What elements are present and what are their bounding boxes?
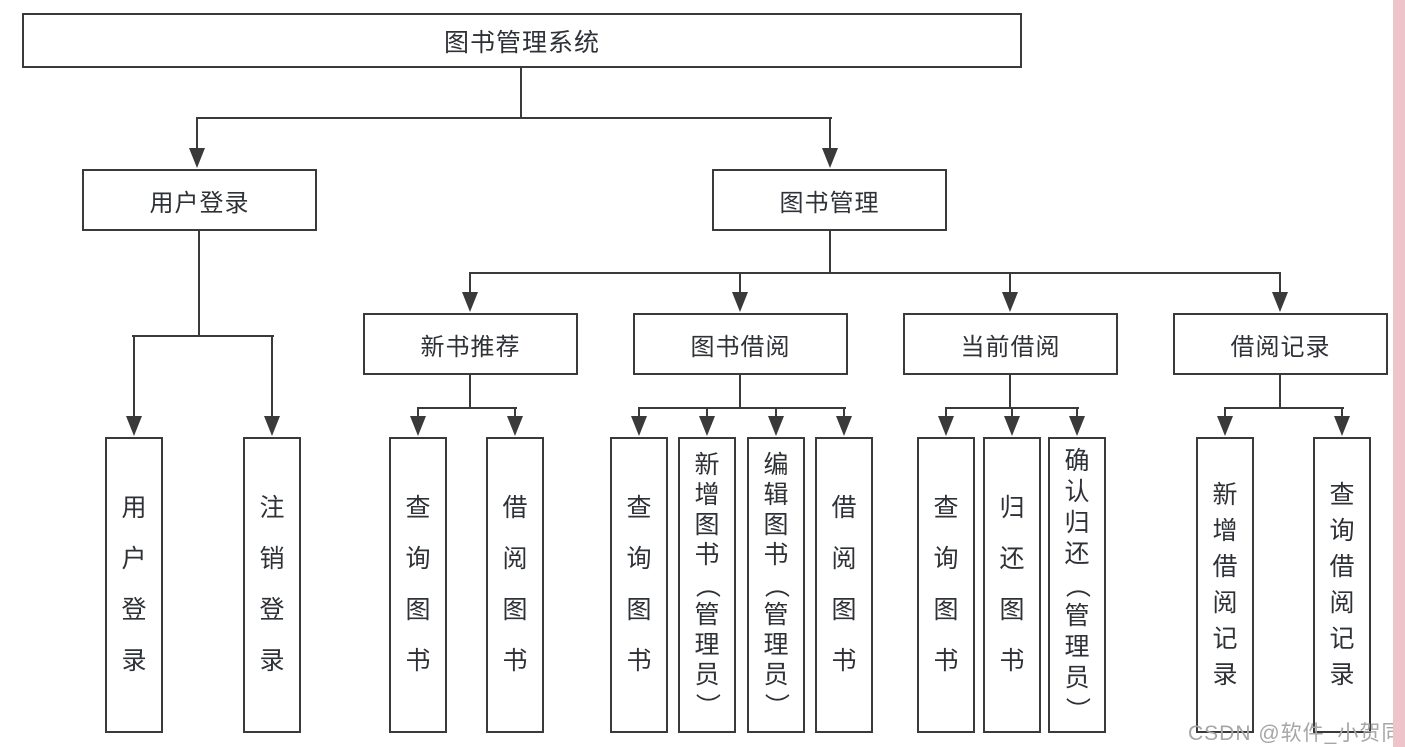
connector-to-leaf	[843, 407, 845, 418]
connector-current-trunk	[1009, 375, 1011, 409]
arrow-down-head	[631, 416, 647, 436]
leaf-query-books-borrow: 查询图书	[610, 437, 668, 733]
arrow-down-head	[410, 416, 426, 436]
leaf-query-books-current: 查询图书	[917, 437, 975, 733]
connector-to-leaf	[271, 335, 273, 417]
arrow-down-head	[462, 292, 478, 312]
arrow-down-head	[507, 416, 523, 436]
arrow-down-head	[264, 416, 280, 436]
connector-to-level3	[1009, 272, 1011, 294]
arrow-down-head	[768, 416, 784, 436]
node-book-management: 图书管理	[712, 169, 947, 231]
arrow-down-head	[1217, 416, 1233, 436]
leaf-edit-book-admin: 编辑图书（管理员）	[747, 437, 805, 733]
arrow-down-head	[1272, 292, 1288, 312]
connector-to-leaf	[945, 407, 947, 418]
connector-to-book-management	[829, 117, 831, 150]
node-new-book-recommend: 新书推荐	[363, 313, 578, 375]
connector-to-leaf	[775, 407, 777, 418]
connector-to-leaf	[706, 407, 708, 418]
connector-to-leaf	[514, 407, 516, 418]
connector-book-mgmt-trunk	[829, 231, 831, 274]
arrow-down-head	[822, 148, 838, 168]
leaf-borrow-books: 借阅图书	[815, 437, 873, 733]
connector-to-user-login	[196, 117, 198, 150]
connector-recommend-branch	[417, 407, 517, 409]
csdn-watermark: CSDN @软件_小贺同学	[1188, 722, 1405, 745]
connector-to-level3	[739, 272, 741, 294]
leaf-return-book: 归还图书	[983, 437, 1041, 733]
arrow-down-head	[938, 416, 954, 436]
connector-recommend-trunk	[469, 375, 471, 409]
connector-user-login-branch	[132, 335, 274, 337]
leaf-user-login: 用户登录	[105, 437, 163, 733]
connector-to-level3	[469, 272, 471, 294]
connector-to-leaf	[417, 407, 419, 418]
right-edge-strip	[1393, 0, 1405, 747]
leaf-query-books-recommend: 查询图书	[389, 437, 447, 733]
leaf-add-book-admin: 新增图书（管理员）	[678, 437, 736, 733]
node-root: 图书管理系统	[22, 13, 1022, 68]
arrow-down-head	[1334, 416, 1350, 436]
connector-records-trunk	[1279, 375, 1281, 409]
node-current-borrow: 当前借阅	[903, 313, 1118, 375]
node-borrow-records: 借阅记录	[1173, 313, 1388, 375]
arrow-down-head	[836, 416, 852, 436]
connector-to-leaf	[133, 335, 135, 417]
leaf-confirm-return-admin: 确认归还（管理员）	[1048, 437, 1106, 733]
leaf-query-borrow-record: 查询借阅记录	[1313, 437, 1371, 733]
arrow-down-head	[1069, 416, 1085, 436]
connector-to-level3	[1279, 272, 1281, 294]
connector-records-branch	[1224, 407, 1344, 409]
arrow-down-head	[126, 416, 142, 436]
connector-book-mgmt-branch	[469, 272, 1281, 274]
connector-borrow-trunk	[739, 375, 741, 409]
leaf-add-borrow-record: 新增借阅记录	[1196, 437, 1254, 733]
connector-root-trunk	[520, 68, 522, 117]
connector-user-login-trunk	[198, 231, 200, 337]
connector-to-leaf	[1011, 407, 1013, 418]
arrow-down-head	[732, 292, 748, 312]
connector-borrow-branch	[638, 407, 846, 409]
node-book-borrow: 图书借阅	[633, 313, 848, 375]
leaf-logout: 注销登录	[243, 437, 301, 733]
connector-to-leaf	[638, 407, 640, 418]
connector-to-leaf	[1341, 407, 1343, 418]
leaf-borrow-books-recommend: 借阅图书	[486, 437, 544, 733]
node-user-login: 用户登录	[82, 169, 317, 231]
connector-to-leaf	[1076, 407, 1078, 418]
connector-root-branch	[196, 117, 832, 119]
arrow-down-head	[189, 148, 205, 168]
arrow-down-head	[1002, 292, 1018, 312]
arrow-down-head	[699, 416, 715, 436]
arrow-down-head	[1004, 416, 1020, 436]
connector-to-leaf	[1224, 407, 1226, 418]
